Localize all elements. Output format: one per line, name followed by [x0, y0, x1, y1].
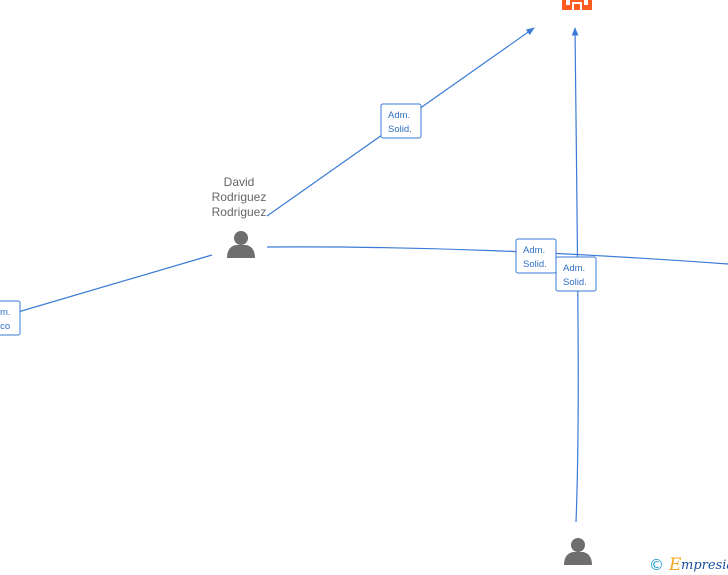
edge-label-line-1: Adm.	[388, 110, 410, 121]
copyright-symbol: ©	[649, 556, 664, 574]
edge-label-left-partial[interactable]: m. ico	[0, 300, 21, 336]
person-icon	[564, 538, 592, 565]
edge-label-david-company[interactable]: Adm. Solid.	[380, 103, 422, 139]
building-icon	[562, 0, 592, 10]
person-name-line-3: Rodriguez	[212, 205, 267, 219]
edge-label-line-2: ico	[0, 321, 10, 332]
empresia-logo: © E mpresia	[649, 555, 728, 575]
person-node-bottom[interactable]	[564, 538, 592, 565]
edge-david-to-right	[266, 246, 728, 265]
person-name-line-1: David	[224, 175, 255, 189]
edge-label-line-1: Adm.	[523, 245, 545, 256]
person-name-line-2: Rodriguez	[212, 190, 267, 204]
edge-label-line-1: m.	[0, 307, 11, 318]
brand-name: mpresia	[681, 558, 728, 573]
brand-initial: E	[668, 555, 682, 575]
edge-left-to-david	[17, 254, 213, 313]
edge-label-line-2: Solid.	[388, 124, 412, 135]
edge-label-bottom-company[interactable]: Adm. Solid.	[555, 256, 597, 292]
edge-label-line-2: Solid.	[563, 277, 587, 288]
person-icon	[227, 231, 255, 258]
edge-label-line-2: Solid.	[523, 259, 547, 270]
edge-label-david-right[interactable]: Adm. Solid.	[515, 238, 557, 274]
edge-bottom-person-to-company	[571, 27, 579, 523]
person-node-david-rodriguez[interactable]: David Rodriguez Rodriguez	[212, 175, 267, 258]
edge-label-line-1: Adm.	[563, 263, 585, 274]
company-node[interactable]	[562, 0, 592, 10]
